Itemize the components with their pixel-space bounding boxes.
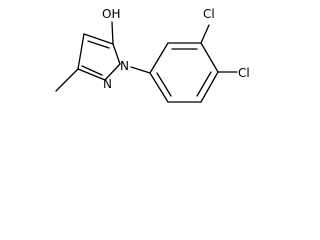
bond-n2-c3-double <box>81 65 103 76</box>
bond-ph3-cl <box>200 24 210 44</box>
chemical-structure-diagram: OH N N Cl Cl <box>55 7 250 103</box>
bond-c3-c4 <box>77 33 85 70</box>
bond-c4-c5 <box>83 33 114 45</box>
bond-n2-c3 <box>77 68 106 81</box>
bond-ph3-ph4 <box>200 42 219 73</box>
bond-c5-n1 <box>112 43 121 65</box>
chlorine-meta-label: Cl <box>203 7 215 21</box>
bond-n1-n2 <box>104 63 121 81</box>
bond-c5-oh <box>111 21 114 45</box>
phenyl-ring <box>149 42 219 103</box>
bond-c4-c5-double <box>87 40 110 49</box>
bond-ph1-ph2 <box>149 42 169 74</box>
hydroxyl-label: OH <box>102 7 120 21</box>
bond-ph4-ph5-double <box>196 71 212 97</box>
pyrazole-ring <box>77 33 121 81</box>
bond-ph6-ph1-double <box>156 72 172 97</box>
bond-n1-phenyl <box>130 66 151 74</box>
bond-ph4-ph5 <box>200 71 219 103</box>
chlorine-bonds <box>200 24 238 73</box>
bond-c3-methyl <box>55 68 79 92</box>
bond-ph6-ph1 <box>149 72 169 103</box>
nitrogen-1-label: N <box>120 59 129 73</box>
nitrogen-2-label: N <box>103 77 112 91</box>
substituent-bonds <box>55 21 151 92</box>
chlorine-para-label: Cl <box>238 66 250 80</box>
